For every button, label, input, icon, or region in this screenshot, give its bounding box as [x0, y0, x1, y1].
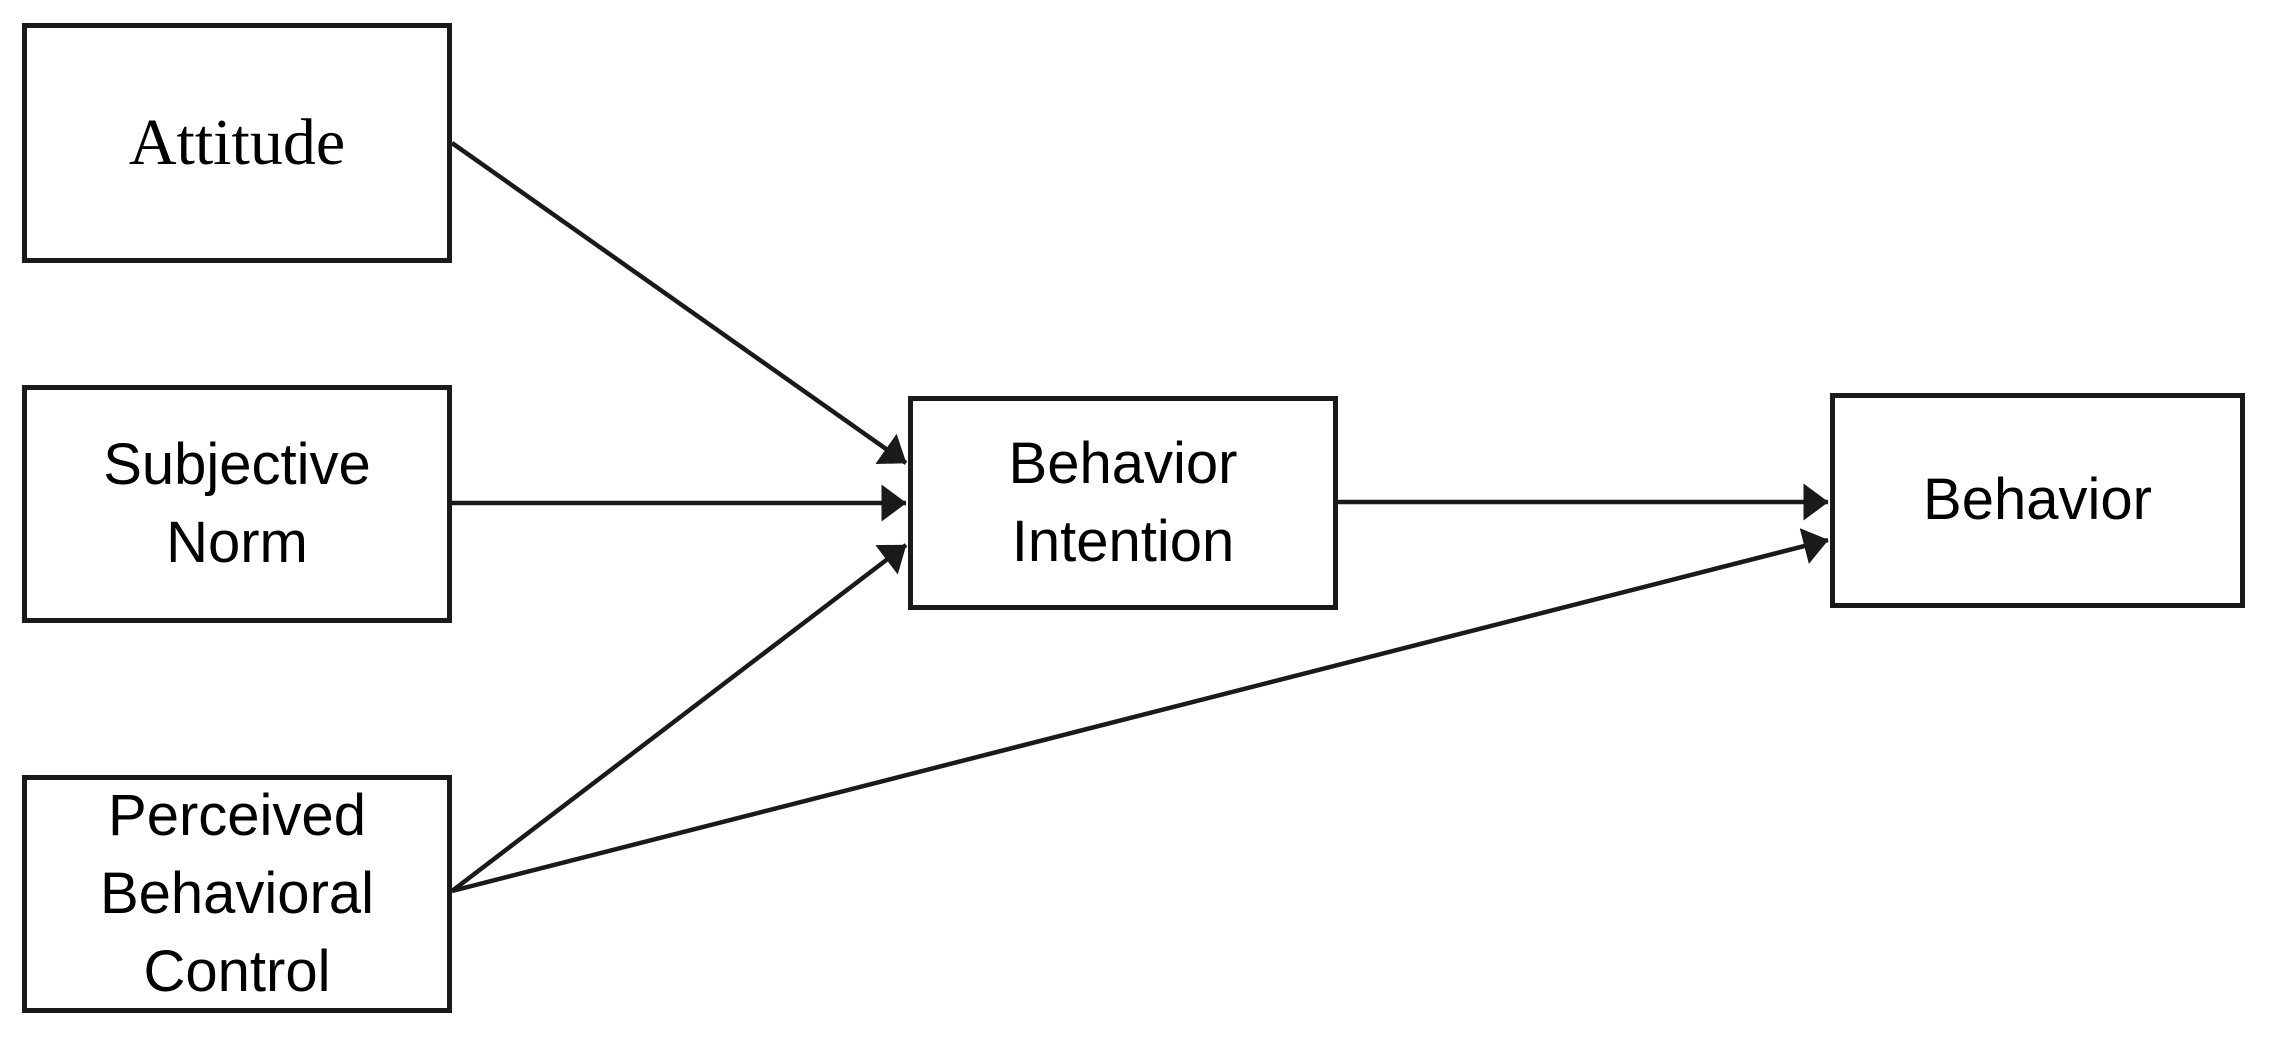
- node-perceived-behavioral-control-label-line: Control: [143, 939, 331, 1005]
- node-attitude-label-line: Attitude: [128, 106, 346, 180]
- node-behavior-intention-label-line: Behavior: [1008, 430, 1238, 496]
- node-perceived-behavioral-control-label-line: Behavioral: [99, 860, 375, 926]
- node-behavior-label: Behavior: [1923, 461, 2152, 539]
- node-behavior: Behavior: [1830, 393, 2245, 608]
- edge-perceived-behavioral-control-to-behavior-intention: [450, 543, 908, 893]
- edge-attitude-to-behavior-intention: [450, 141, 908, 465]
- edge-perceived-behavioral-control-to-behavior: [451, 528, 1829, 894]
- node-subjective-norm-label-line: Norm: [166, 510, 308, 575]
- node-behavior-label-line: Behavior: [1923, 467, 2152, 533]
- node-behavior-intention-label-line: Intention: [1011, 509, 1235, 574]
- node-attitude-label: Attitude: [129, 98, 345, 187]
- node-subjective-norm-label-line: Subjective: [103, 431, 371, 497]
- node-perceived-behavioral-control-label-line: Perceived: [108, 782, 366, 848]
- node-attitude: Attitude: [22, 23, 452, 263]
